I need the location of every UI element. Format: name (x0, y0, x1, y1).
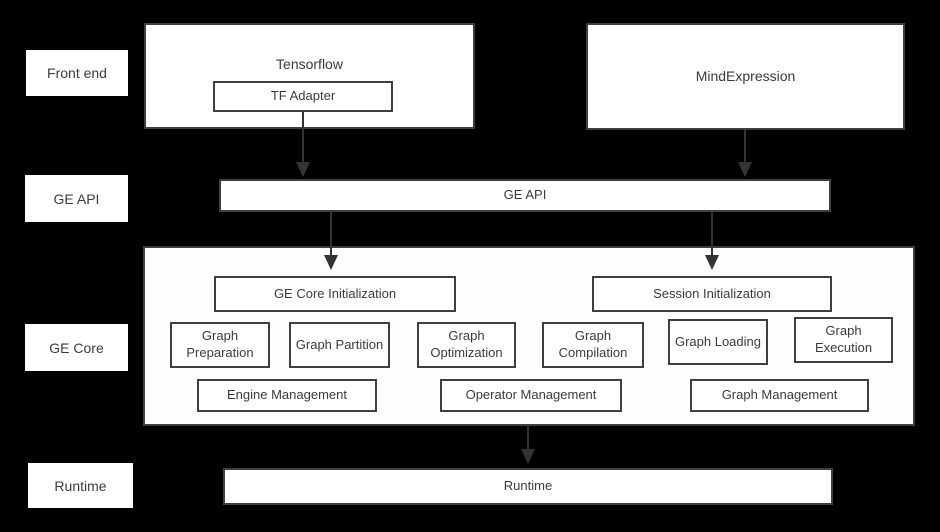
graph-compilation-box: Graph Compilation (542, 322, 644, 368)
arrow-ge-core-to-runtime (521, 426, 535, 464)
operator-management-box: Operator Management (440, 379, 622, 412)
mindexpression-box: MindExpression (586, 23, 905, 130)
arrow-ge-api-to-ge-core-initialization (324, 212, 338, 270)
arrow-mindexpression-to-ge-api (738, 130, 752, 177)
ge-core-box: GE Core Initialization Session Initializ… (143, 246, 915, 426)
row-label-ge-api: GE API (25, 175, 128, 222)
session-initialization-box: Session Initialization (592, 276, 832, 312)
row-label-ge-core: GE Core (25, 324, 128, 371)
row-label-front-end: Front end (26, 50, 128, 96)
row-label-runtime: Runtime (28, 463, 133, 508)
runtime-bar: Runtime (223, 468, 833, 505)
graph-management-box: Graph Management (690, 379, 869, 412)
arrow-ge-api-to-session-initialization (705, 212, 719, 270)
graph-loading-box: Graph Loading (668, 319, 768, 365)
arrow-tf-adapter-to-ge-api (296, 112, 310, 177)
graph-partition-box: Graph Partition (289, 322, 390, 368)
graph-preparation-box: Graph Preparation (170, 322, 270, 368)
ge-api-bar: GE API (219, 179, 831, 212)
tensorflow-box: Tensorflow TF Adapter (144, 23, 475, 129)
graph-optimization-box: Graph Optimization (417, 322, 516, 368)
graph-execution-box: Graph Execution (794, 317, 893, 363)
tf-adapter-box: TF Adapter (213, 81, 393, 112)
tensorflow-label: Tensorflow (276, 56, 343, 72)
ge-core-initialization-box: GE Core Initialization (214, 276, 456, 312)
engine-management-box: Engine Management (197, 379, 377, 412)
